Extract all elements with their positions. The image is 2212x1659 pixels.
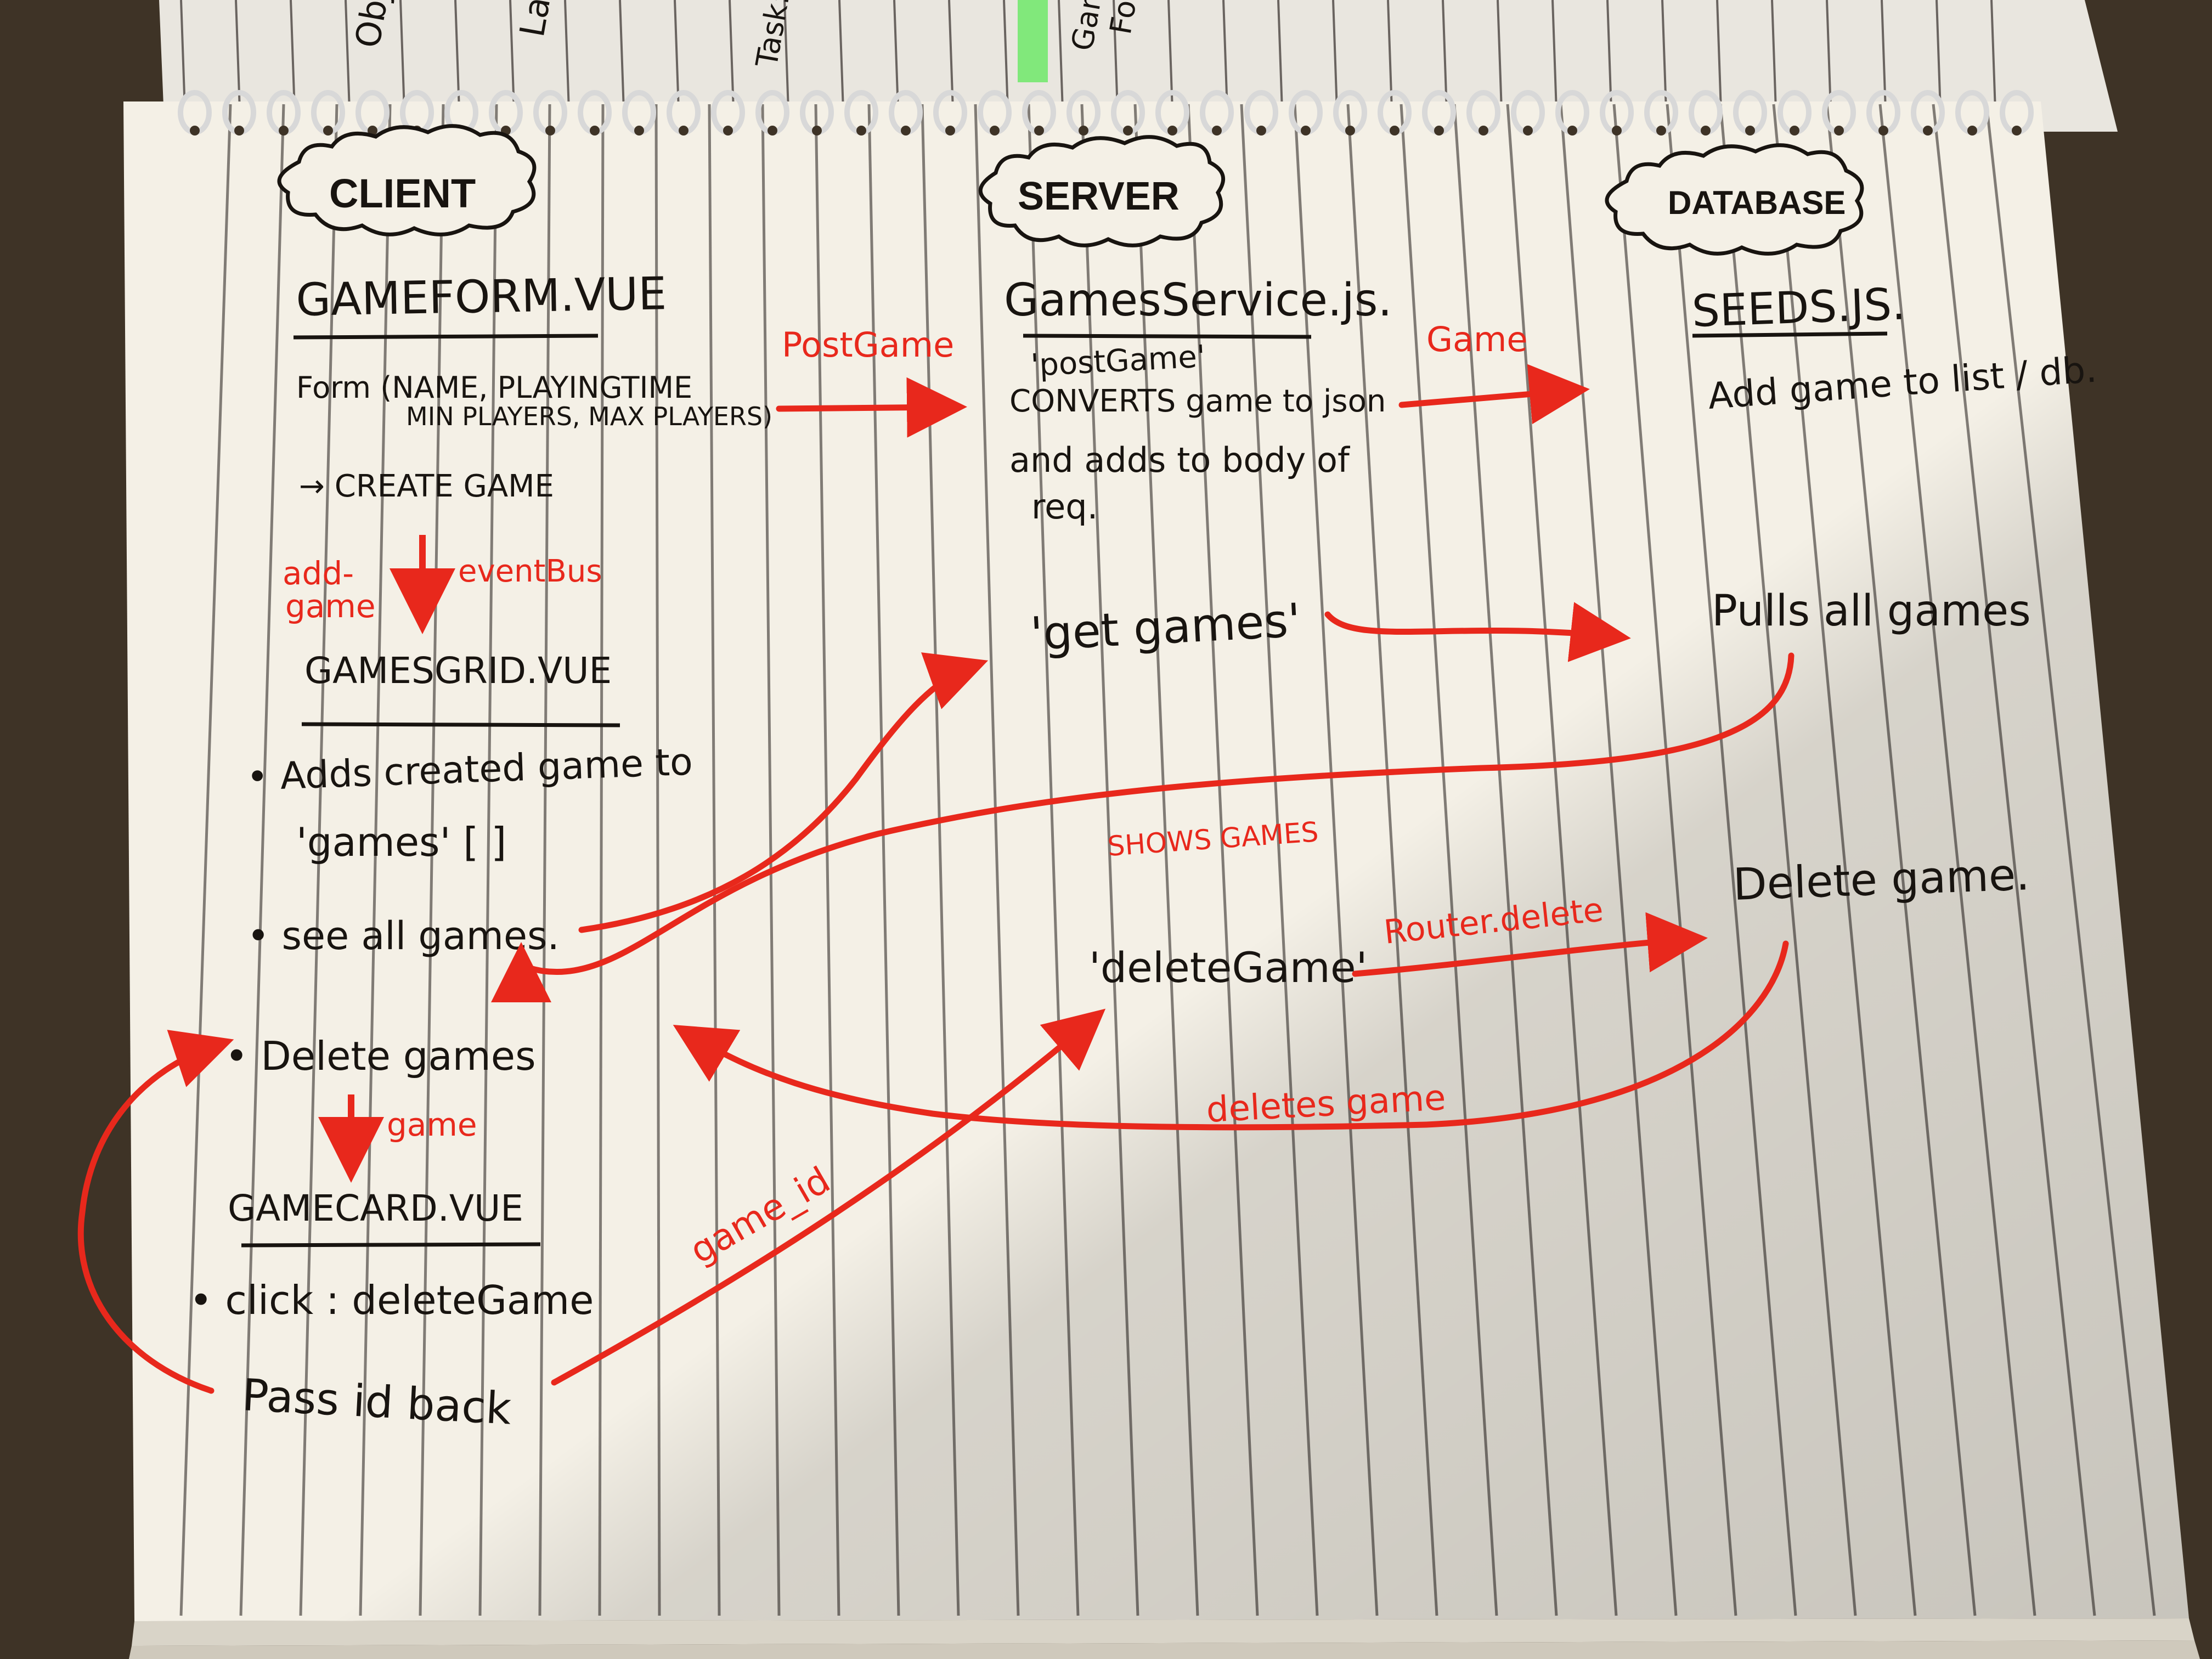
spiral-hole — [990, 126, 1000, 136]
main-page — [123, 101, 2200, 1659]
arrow-client-to-getgames — [578, 652, 989, 933]
spiral-hole — [1967, 126, 1977, 136]
spiral-hole — [1834, 126, 1844, 136]
post-desc-1: CONVERTS game to json — [1009, 383, 1386, 419]
arrow-getgames-to-db — [1324, 602, 1631, 662]
gameform-title: GAMEFORM.VUE — [296, 268, 667, 326]
arrow-deletes-game-back — [673, 940, 1789, 1131]
arrow-postgame — [776, 377, 967, 438]
spiral-hole — [1479, 126, 1488, 136]
games-service-title: GamesService.js. — [1004, 274, 1392, 326]
spiral-hole — [1612, 126, 1622, 136]
game-arrow-label: Game — [1426, 319, 1528, 359]
spiral-hole — [1079, 126, 1088, 136]
spiral-hole — [812, 126, 822, 136]
add-game-label-1: add- — [283, 555, 354, 592]
post-desc-3: req. — [1031, 487, 1098, 527]
eventbus-label: eventBus — [458, 554, 602, 589]
spiral-hole — [234, 126, 244, 136]
spiral-hole — [1167, 126, 1177, 136]
form-line-2: MIN PLAYERS, MAX PLAYERS) — [406, 402, 772, 431]
form-line-1: Form (NAME, PLAYINGTIME — [296, 370, 692, 405]
add-game-label-2: game — [285, 588, 376, 625]
spiral-hole — [723, 126, 733, 136]
spiral-hole — [1567, 126, 1577, 136]
bullet-see-all: • see all games. — [247, 913, 560, 958]
post-desc-2: and adds to body of — [1009, 440, 1351, 480]
client-column: GAMEFORM.VUE Form (NAME, PLAYINGTIME MIN… — [189, 268, 772, 1434]
spiral-hole — [768, 126, 777, 136]
gamecard-title: GAMECARD.VUE — [228, 1187, 523, 1229]
gamesgrid-title: GAMESGRID.VUE — [304, 650, 612, 692]
client-header: CLIENT — [277, 124, 537, 236]
arrow-db-shows-games — [491, 652, 1795, 1003]
spiral-hole — [1256, 126, 1266, 136]
seeds-title: SEEDS.JS. — [1691, 278, 1906, 337]
bullet-click-delete: • click : deleteGame — [189, 1277, 594, 1323]
arrow-router-delete — [1352, 912, 1708, 977]
database-header: DATABASE — [1605, 143, 1864, 256]
spiral-hole — [679, 126, 689, 136]
game-label: game — [387, 1106, 477, 1143]
server-label: SERVER — [1018, 174, 1180, 218]
spiral-hole — [945, 126, 955, 136]
spiral-hole — [634, 126, 644, 136]
pulls-all-games: Pulls all games — [1712, 586, 2031, 636]
spiral-hole — [1923, 126, 1933, 136]
spiral-hole — [545, 126, 555, 136]
spiral-hole — [1123, 126, 1133, 136]
spiral-hole — [1701, 126, 1711, 136]
spiral-hole — [1301, 126, 1311, 136]
spiral-hole — [323, 126, 333, 136]
create-game-label: → CREATE GAME — [299, 469, 554, 504]
spiral-hole — [1434, 126, 1444, 136]
delete-game-db: Delete game. — [1732, 849, 2030, 910]
client-label: CLIENT — [329, 171, 476, 216]
bullet-adds-line-2: 'games' [ ] — [296, 819, 506, 865]
red-arrows — [77, 364, 1795, 1394]
spiral-hole — [1656, 126, 1666, 136]
database-label: DATABASE — [1668, 184, 1846, 221]
spiral-hole — [1523, 126, 1533, 136]
arrow-gameid — [551, 1008, 1106, 1386]
highlighter-mark — [1018, 0, 1048, 82]
spiral-hole — [368, 126, 377, 136]
delete-game-server-label: 'deleteGame' — [1089, 943, 1367, 992]
spiral-hole — [856, 126, 866, 136]
spiral-hole — [1878, 126, 1888, 136]
bullet-delete-games: • Delete games — [225, 1033, 536, 1079]
spiral-hole — [279, 126, 289, 136]
spiral-hole — [1345, 126, 1355, 136]
spiral-hole — [1212, 126, 1222, 136]
spiral-hole — [1790, 126, 1799, 136]
spiral-hole — [1745, 126, 1755, 136]
spiral-binding — [178, 90, 2034, 136]
arrow-pass-back-loop — [77, 1030, 234, 1394]
spiral-hole — [1034, 126, 1044, 136]
spiral-hole — [1390, 126, 1400, 136]
spiral-hole — [590, 126, 600, 136]
arrow-game-to-seeds — [1398, 364, 1590, 425]
spiral-hole — [2012, 126, 2022, 136]
server-header: SERVER — [978, 135, 1225, 247]
spiral-hole — [190, 126, 200, 136]
postgame-label: PostGame — [782, 325, 954, 365]
spiral-hole — [901, 126, 911, 136]
